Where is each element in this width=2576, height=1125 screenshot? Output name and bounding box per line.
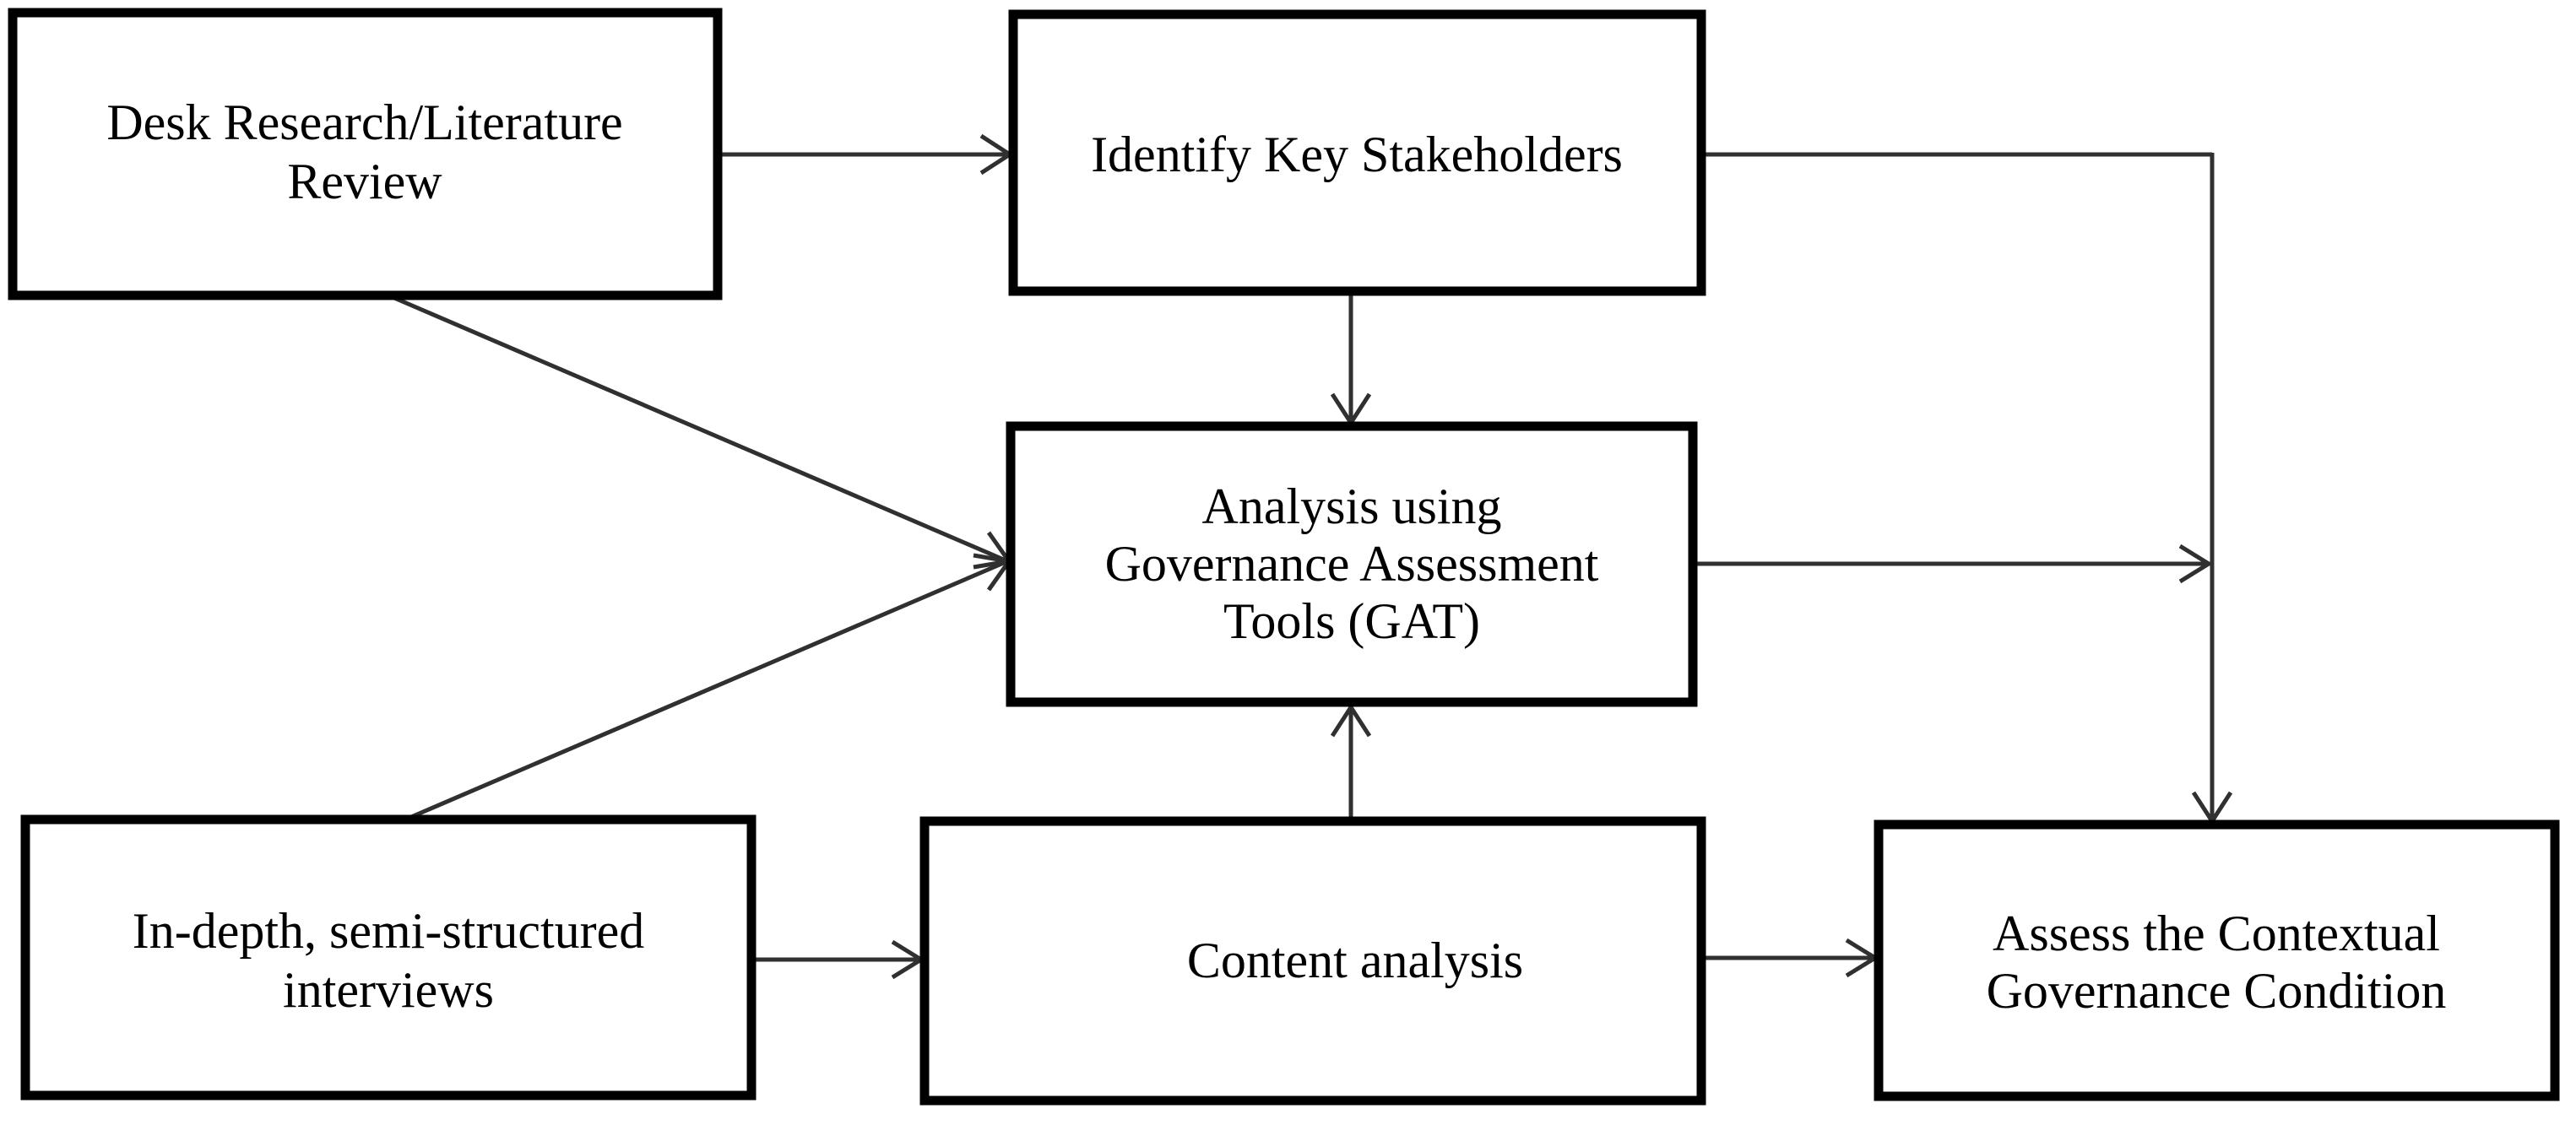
node-interviews-label-line2: interviews [283,962,494,1018]
edge-content-to-gat [1330,703,1372,821]
node-interviews: In-depth, semi-structured interviews [20,814,757,1101]
node-assess-condition-label-line1: Assess the Contextual [1993,906,2440,961]
node-desk-research-label-line2: Review [287,154,442,209]
node-interviews-label-line1: In-depth, semi-structured [133,903,644,959]
node-assess-condition-label-line2: Governance Condition [1987,963,2447,1019]
edge-interviews-to-gat-diagonal [404,553,1013,822]
node-gat-analysis: Analysis using Governance Assessment Too… [1006,421,1698,707]
edge-identify-to-assess-rail [1701,152,2233,825]
node-desk-research: Desk Research/Literature Review [8,8,723,300]
edge-desk-to-identify [718,133,1014,176]
edge-desk-to-gat-diagonal [388,293,1013,570]
node-identify-stakeholders: Identify Key Stakeholders [1008,9,1706,296]
arrowhead-right-icon [2178,544,2213,584]
arrowhead-up-icon [1330,703,1372,738]
node-identify-stakeholders-label: Identify Key Stakeholders [1091,127,1623,182]
node-content-analysis-label: Content analysis [1187,933,1523,988]
node-content-analysis: Content analysis [919,816,1706,1106]
node-gat-analysis-label-line1: Analysis using [1201,479,1501,534]
node-gat-analysis-label-line2: Governance Assessment [1105,536,1599,592]
edge-gat-to-assess-rail [1693,544,2213,584]
node-assess-condition: Assess the Contextual Governance Conditi… [1874,819,2560,1101]
edge-content-to-assess [1701,938,1879,978]
node-desk-research-label-line1: Desk Research/Literature [106,95,622,150]
edge-interviews-to-content [751,939,925,980]
edge-identify-to-gat [1330,291,1372,427]
node-gat-analysis-label-line3: Tools (GAT) [1223,593,1480,649]
